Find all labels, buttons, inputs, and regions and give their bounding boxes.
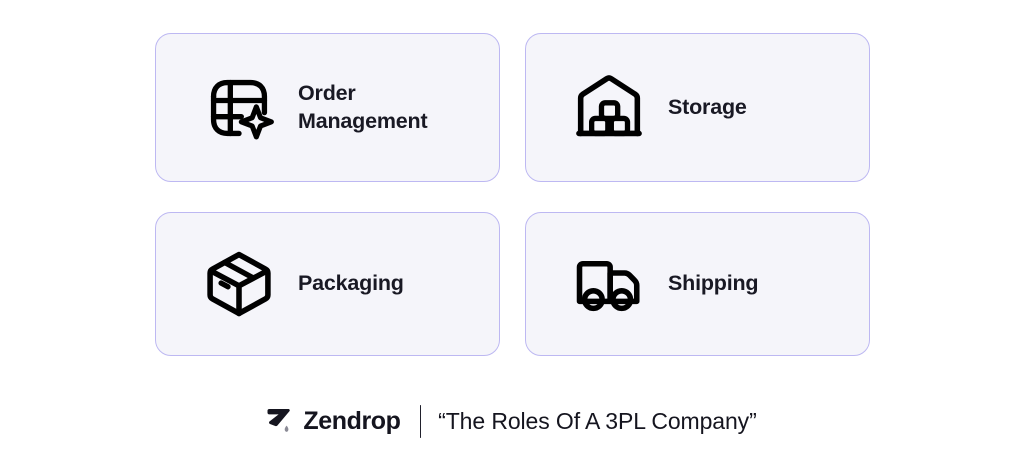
card-label-shipping: Shipping <box>668 271 759 296</box>
roles-card-grid: Order Management Storage Packaging <box>155 33 870 356</box>
card-order-management[interactable]: Order Management <box>155 33 500 182</box>
package-box-icon <box>202 247 276 321</box>
card-label-order-management: Order Management <box>298 81 428 133</box>
brand-name: Zendrop <box>303 406 401 435</box>
brand-lockup: Zendrop <box>267 406 401 436</box>
order-management-grid-sparkle-icon <box>202 71 276 145</box>
card-shipping[interactable]: Shipping <box>525 212 870 356</box>
card-packaging[interactable]: Packaging <box>155 212 500 356</box>
card-label-storage: Storage <box>668 94 747 119</box>
card-label-packaging: Packaging <box>298 271 404 296</box>
footer-quote: “The Roles Of A 3PL Company” <box>438 407 757 434</box>
footer: Zendrop “The Roles Of A 3PL Company” <box>0 398 1024 444</box>
card-storage[interactable]: Storage <box>525 33 870 182</box>
zendrop-logo-mark-icon <box>267 407 294 435</box>
delivery-truck-icon <box>572 247 646 321</box>
footer-divider <box>419 404 422 438</box>
warehouse-boxes-icon <box>572 71 646 145</box>
